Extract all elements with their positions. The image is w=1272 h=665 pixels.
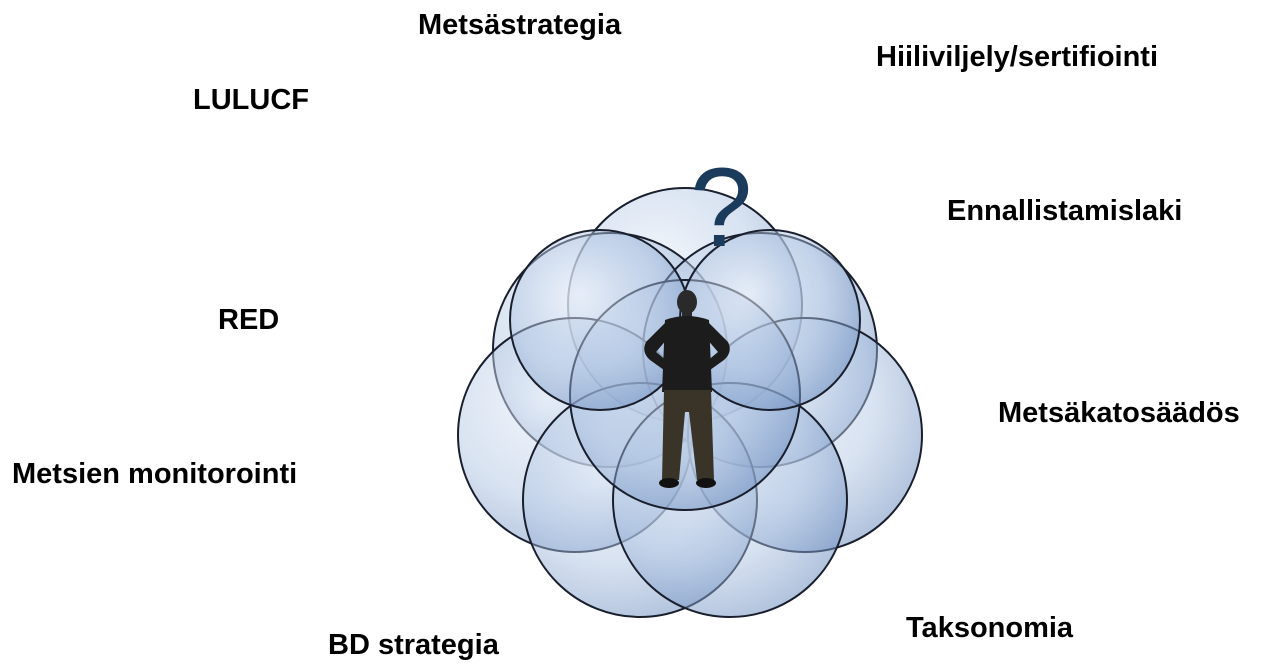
label-red: RED	[218, 304, 280, 336]
label-metsien-monitorointi: Metsien monitorointi	[12, 458, 298, 490]
label-ennallistamislaki: Ennallistamislaki	[947, 195, 1183, 227]
label-lulucf: LULUCF	[193, 84, 309, 116]
label-metsakatosaados: Metsäkatosäädös	[998, 397, 1240, 429]
question-mark: ?	[690, 145, 753, 270]
label-metsastrategia: Metsästrategia	[418, 9, 622, 41]
label-hiiliviljely-sertifiointi: Hiiliviljely/sertifiointi	[876, 41, 1159, 73]
person-figure	[644, 290, 730, 488]
label-taksonomia: Taksonomia	[906, 612, 1074, 644]
label-bd-strategia: BD strategia	[328, 629, 499, 661]
